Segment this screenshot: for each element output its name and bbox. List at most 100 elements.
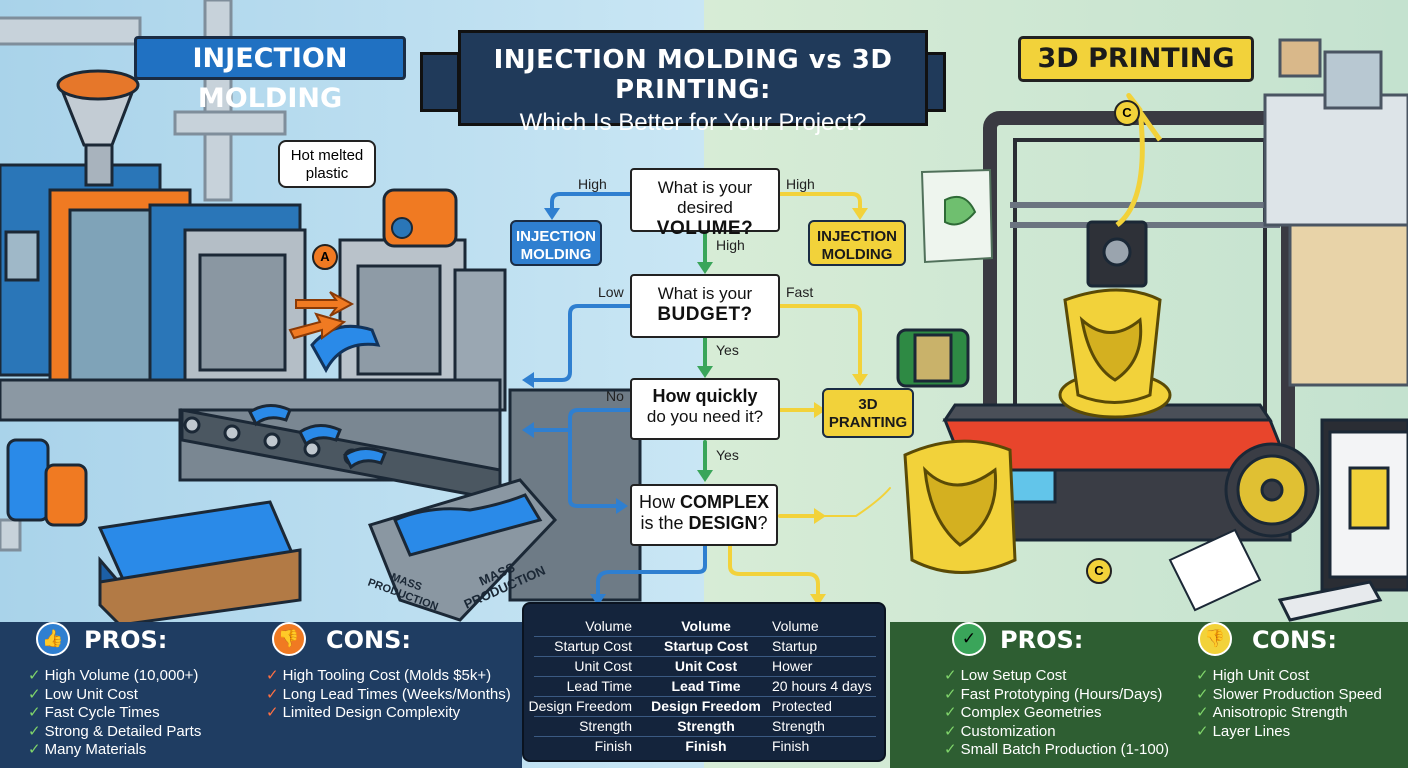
table-cell: Finish [772, 738, 810, 754]
table-cell: Unit Cost [674, 658, 738, 674]
table-cell: Strength [677, 718, 735, 734]
title-ribbon-left [420, 52, 460, 112]
check-icon: ✓ [28, 741, 41, 758]
question-complexity-design: DESIGN [688, 513, 758, 533]
3d-pro-item-text: Fast Prototyping (Hours/Days) [960, 685, 1163, 703]
spool-illustration [896, 328, 1320, 538]
check-icon: ✓ [28, 667, 41, 684]
branch-label-q2-down: Yes [716, 342, 739, 358]
materials-illustration [6, 438, 302, 627]
3d-con-item-text: Layer Lines [1212, 722, 1291, 740]
check-icon: ✓ [1196, 685, 1209, 703]
im-pros-heading: PROS: [84, 626, 168, 654]
callout-line-2: plastic [305, 165, 349, 182]
3d-pros-heading: PROS: [1000, 626, 1084, 654]
3d-pro-item-text: Low Setup Cost [960, 667, 1067, 684]
question-budget: What is your BUDGET? [630, 274, 780, 338]
table-cell: Lead Time [671, 678, 741, 694]
check-icon: ✓ [944, 685, 957, 703]
table-row-separator [534, 636, 876, 637]
result-injection-molding-right: INJECTION MOLDING [808, 220, 906, 266]
3d-pro-item-text: Complex Geometries [960, 704, 1102, 721]
check-icon: ✓ [1196, 722, 1209, 740]
im-con-item-text: Long Lead Times (Weeks/Months) [282, 685, 511, 703]
table-cell: Finish [685, 738, 727, 754]
check-icon: ✓ [944, 667, 957, 684]
im-pro-item-text: Strong & Detailed Parts [44, 722, 202, 740]
3d-pro-item: ✓Fast Prototyping (Hours/Days) [944, 685, 1169, 704]
table-row: Strength Strength Strength [524, 716, 884, 736]
3d-con-item: ✓Anisotropic Strength [1196, 703, 1382, 722]
cross-icon: ✓ [266, 667, 279, 684]
3d-cons-list: ✓High Unit Cost✓Slower Production Speed✓… [1196, 666, 1382, 740]
im-pro-item: ✓Strong & Detailed Parts [28, 722, 201, 741]
branch-label-q1-left: High [578, 176, 607, 192]
im-cons-heading: CONS: [326, 626, 411, 654]
table-cell: Volume [681, 618, 731, 634]
table-cell: Strength [772, 718, 825, 734]
im-pro-item-text: Fast Cycle Times [44, 704, 160, 721]
question-complexity-is: is the [640, 513, 689, 533]
table-cell: 20 hours 4 days [772, 678, 872, 694]
thumbs-down-icon-right: 👎 [1198, 622, 1232, 656]
table-cell: Startup [772, 638, 818, 654]
3d-con-item: ✓Slower Production Speed [1196, 685, 1382, 704]
im-pros-list: ✓High Volume (10,000+)✓Low Unit Cost✓Fas… [28, 666, 201, 759]
im-pro-item: ✓High Volume (10,000+) [28, 666, 201, 685]
thumbs-down-icon: 👎 [272, 622, 306, 656]
table-cell: Strength [579, 718, 632, 734]
result-3d-line-1: 3D [858, 396, 878, 413]
question-volume-line-2: VOLUME? [656, 218, 754, 239]
3d-pro-item-text: Customization [960, 722, 1056, 740]
im-pro-item: ✓Low Unit Cost [28, 685, 201, 704]
check-icon: ✓ [28, 722, 41, 740]
table-row: Finish Finish Finish [524, 736, 884, 756]
3d-con-item-text: High Unit Cost [1212, 667, 1310, 684]
table-cell: Startup Cost [664, 638, 748, 654]
3d-con-item-text: Slower Production Speed [1212, 685, 1382, 703]
arrow-illustration [295, 291, 355, 317]
result-im-right-line-2: MOLDING [821, 246, 893, 263]
branch-label-q1-right: High [786, 176, 815, 192]
check-icon: ✓ [944, 704, 957, 721]
branch-label-q2-right: Fast [786, 284, 814, 300]
result-im-left-line-1: INJECTION [515, 228, 596, 245]
title-line-1: INJECTION MOLDING vs 3D PRINTING: [493, 45, 893, 105]
im-con-item-text: Limited Design Complexity [282, 704, 461, 721]
question-volume: What is your desired VOLUME? [630, 168, 780, 239]
paper-illustration [1168, 528, 1262, 612]
table-cell: Hower [772, 658, 813, 674]
question-complexity-line-2: is the DESIGN? [632, 513, 776, 534]
check-icon: ✓ [28, 685, 41, 703]
table-cell: Volume [585, 618, 632, 634]
pipes [0, 0, 287, 552]
branch-label-q3-down: Yes [716, 447, 739, 463]
table-cell: Finish [594, 738, 632, 754]
3d-pro-item: ✓Complex Geometries [944, 703, 1169, 722]
cross-icon: ✓ [266, 685, 279, 703]
question-complexity-keyword: COMPLEX [680, 492, 770, 512]
question-budget-line-2: BUDGET? [657, 304, 753, 325]
question-complexity-line-1: How COMPLEX [632, 492, 776, 513]
table-cell: Unit Cost [574, 658, 632, 674]
question-complexity-qmark: ? [757, 513, 768, 533]
result-im-left-line-2: MOLDING [520, 246, 592, 263]
im-cons-list: ✓High Tooling Cost (Molds $5k+)✓Long Lea… [266, 666, 511, 722]
table-row-separator [534, 736, 876, 737]
branch-label-q2-left: Low [598, 284, 624, 300]
table-row-separator [534, 676, 876, 677]
badge-c-bottom: C [1086, 558, 1112, 584]
checkmark-icon: ✓ [952, 622, 986, 656]
im-pro-item-text: Low Unit Cost [44, 685, 138, 703]
shelf-illustration [1263, 38, 1408, 387]
im-con-item: ✓Limited Design Complexity [266, 703, 511, 722]
3d-con-item: ✓Layer Lines [1196, 722, 1382, 741]
check-icon: ✓ [944, 722, 957, 740]
im-con-item: ✓Long Lead Times (Weeks/Months) [266, 685, 511, 704]
check-icon: ✓ [944, 741, 957, 758]
im-con-item: ✓High Tooling Cost (Molds $5k+) [266, 666, 511, 685]
check-icon: ✓ [1196, 667, 1209, 684]
